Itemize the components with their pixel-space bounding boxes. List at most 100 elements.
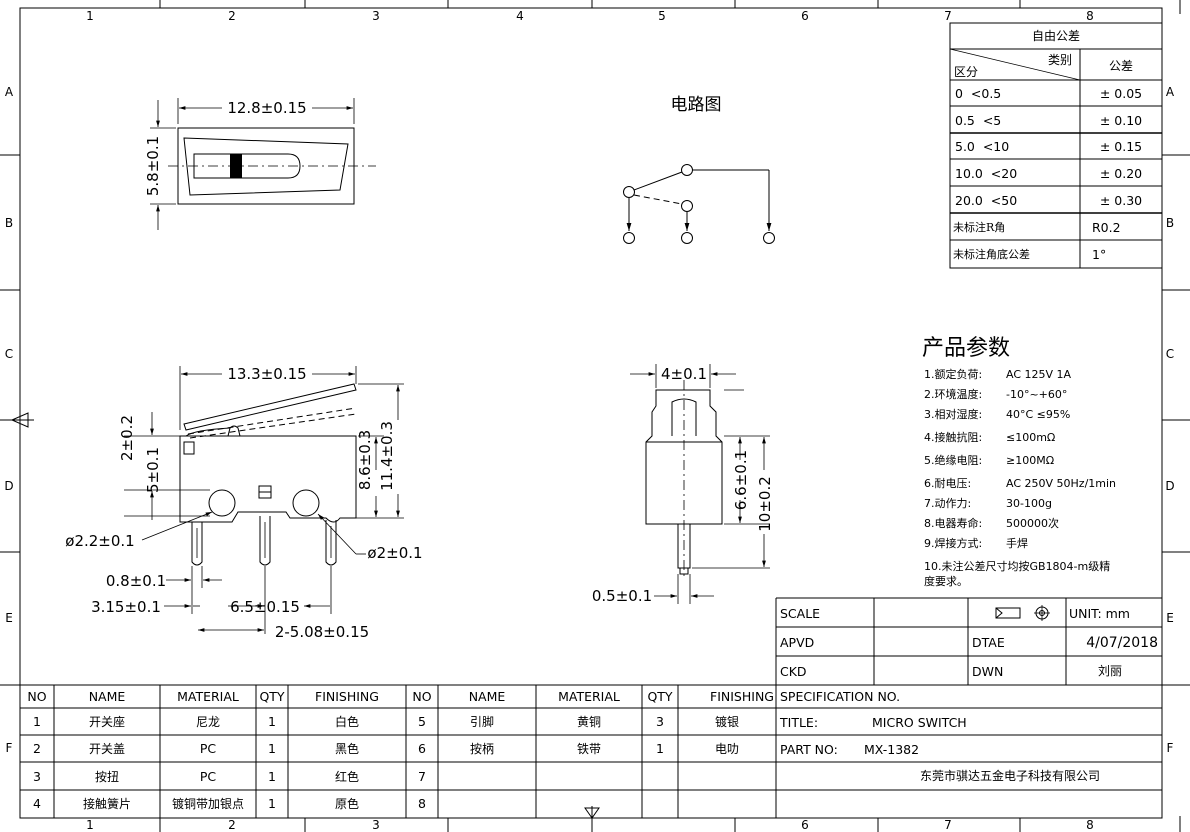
params-note: 10.未注公差尺寸均按GB1804-m级精 <box>924 559 1110 573</box>
bom-material: PC <box>200 741 217 756</box>
top-view: 12.8±0.15 5.8±0.1 <box>144 98 376 230</box>
dim-pin-width: 0.8±0.1 <box>106 572 166 590</box>
dim-front-length: 13.3±0.15 <box>227 365 306 383</box>
row-label: D <box>4 479 13 493</box>
param-value: 40°C ≤95% <box>1006 408 1070 421</box>
col-label: 6 <box>801 9 809 23</box>
column-labels-bottom: 1 2 3 6 7 8 <box>86 818 1094 832</box>
table-row: 3 按扭 PC 1 红色 7 <box>33 769 426 784</box>
dim-top-height: 5.8±0.1 <box>144 136 162 196</box>
bom-finishing: 镀银 <box>715 715 739 729</box>
col-label: 7 <box>944 818 952 832</box>
bom-no: 2 <box>33 741 41 756</box>
dim-front-h1: 8.6±0.3 <box>356 430 374 490</box>
bom-no: 4 <box>33 796 41 811</box>
bom-qty: 1 <box>268 741 276 756</box>
tol-range: 未标注角底公差 <box>953 247 1030 261</box>
dim-side-h2: 10±0.2 <box>756 476 774 532</box>
bom-qty: 1 <box>268 796 276 811</box>
dim-top-width: 12.8±0.15 <box>227 99 306 117</box>
row-label: C <box>1166 347 1174 361</box>
param-key: 9.焊接方式: <box>924 536 982 550</box>
row-label: F <box>6 741 13 755</box>
col-label: 8 <box>1086 818 1094 832</box>
apvd-label: APVD <box>780 635 814 650</box>
bom-qty: 1 <box>656 741 664 756</box>
param-value: AC 125V 1A <box>1006 368 1072 381</box>
bom-header: QTY <box>647 689 672 704</box>
tol-range: 0.5 <5 <box>955 113 1001 128</box>
dim-front-mid: 5±0.1 <box>144 447 162 493</box>
bom-name: 引脚 <box>470 714 494 729</box>
title-label: TITLE: <box>779 715 818 730</box>
col-label: 2 <box>228 9 236 23</box>
bom-finishing: 黑色 <box>335 742 359 756</box>
col-label: 1 <box>86 9 94 23</box>
bom-no: 6 <box>418 741 426 756</box>
tol-value: ± 0.05 <box>1100 86 1142 101</box>
col-label: 7 <box>944 9 952 23</box>
row-label: B <box>5 216 13 230</box>
row-label: F <box>1167 741 1174 755</box>
tol-range: 未标注R角 <box>953 220 1005 234</box>
company-name: 东莞市骐达五金电子科技有限公司 <box>920 768 1100 783</box>
bom-table: NO NAME MATERIAL QTY FINISHING NO NAME M… <box>27 685 774 818</box>
tolerance-head-tol: 公差 <box>1109 59 1133 73</box>
bom-header: NO <box>412 689 431 704</box>
tolerance-head-class: 类别 <box>1048 53 1072 67</box>
ckd-label: CKD <box>780 664 807 679</box>
row-labels: A B C D E F A B C D E F <box>4 85 1175 755</box>
bom-header: FINISHING <box>710 689 774 704</box>
param-value: 手焊 <box>1006 536 1028 550</box>
param-key: 3.相对湿度: <box>924 407 982 421</box>
bom-finishing: 电叻 <box>715 742 739 756</box>
col-label: 4 <box>516 9 524 23</box>
bom-qty: 1 <box>268 769 276 784</box>
dim-front-top: 2±0.2 <box>118 415 136 461</box>
bom-material: 镀铜带加银点 <box>172 796 244 811</box>
bom-material: 尼龙 <box>196 715 220 729</box>
bom-qty: 3 <box>656 714 664 729</box>
date-value: 4/07/2018 <box>1086 635 1158 651</box>
bom-header: FINISHING <box>315 689 379 704</box>
param-key: 5.绝缘电阻: <box>924 453 982 467</box>
dim-side-width: 4±0.1 <box>661 365 707 383</box>
bom-material: 黄铜 <box>577 714 601 729</box>
col-label: 3 <box>372 818 380 832</box>
dim-pin-offset: 3.15±0.1 <box>91 598 161 616</box>
tolerance-table: 自由公差 类别 区分 公差 0 <0.5 ± 0.05 0.5 <5 ± 0.1… <box>949 22 1163 269</box>
dim-pin-pitch2: 2-5.08±0.15 <box>275 623 369 641</box>
spec-label: SPECIFICATION NO. <box>780 689 900 704</box>
param-key: 1.额定负荷: <box>924 367 982 381</box>
dim-hole-left: ø2.2±0.1 <box>65 532 134 550</box>
product-params: 产品参数 1.额定负荷: AC 125V 1A 2.环境温度: -10°~+60… <box>922 336 1116 588</box>
table-row: 4 接触簧片 镀铜带加银点 1 原色 8 <box>33 796 426 811</box>
bom-finishing: 白色 <box>335 714 359 729</box>
bom-qty: 1 <box>268 714 276 729</box>
column-labels-top: 1 2 3 4 5 6 7 8 <box>86 9 1094 23</box>
bom-name: 开关盖 <box>89 742 125 756</box>
bom-material: 铁带 <box>577 742 601 756</box>
param-value: -10°~+60° <box>1006 388 1067 401</box>
bom-header: NAME <box>89 689 126 704</box>
part-value: MX-1382 <box>864 742 919 757</box>
param-value: ≤100mΩ <box>1006 431 1055 444</box>
bom-material: PC <box>200 769 217 784</box>
title-block: SCALE UNIT: mm APVD DTAE 4/07/2018 CKD D… <box>20 597 1162 818</box>
bom-no: 3 <box>33 769 41 784</box>
title-value: MICRO SWITCH <box>872 715 967 730</box>
row-label: A <box>5 85 14 99</box>
row-label: D <box>1165 479 1174 493</box>
tolerance-title: 自由公差 <box>1032 29 1080 43</box>
projection-symbol-icon <box>995 605 1050 621</box>
bom-name: 接触簧片 <box>83 796 131 811</box>
unit-label: UNIT: mm <box>1069 606 1130 621</box>
tolerance-head-zone: 区分 <box>954 65 978 79</box>
bom-header: MATERIAL <box>558 689 620 704</box>
bom-header: QTY <box>259 689 284 704</box>
tol-value: 1° <box>1092 247 1106 262</box>
params-title: 产品参数 <box>922 336 1010 361</box>
bom-no: 5 <box>418 714 426 729</box>
col-label: 1 <box>86 818 94 832</box>
